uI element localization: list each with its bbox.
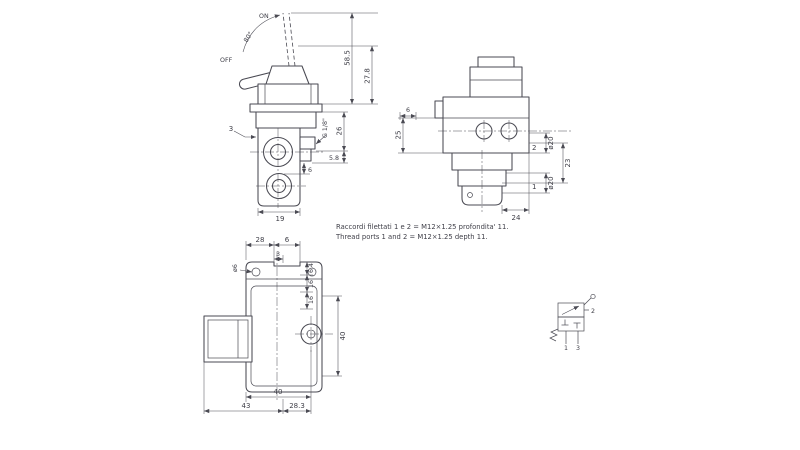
spring-icon <box>549 328 559 342</box>
rear-view-dimensions: 6 25 ø20 ø20 23 2 1 24 <box>395 107 573 222</box>
dim-step: 5.8 <box>329 155 339 162</box>
side-view-dimensions: 58.5 27.8 26 5.8 6 19 <box>257 12 378 223</box>
note-english: Thread ports 1 and 2 = M12×1.25 depth 11… <box>335 233 488 241</box>
connector-block <box>469 66 523 98</box>
angle-arc <box>242 14 281 53</box>
plan-view: 28 6 3 6.4 16 16 ø6 40 40 <box>203 236 347 414</box>
dim-16-a: 16 <box>308 280 315 288</box>
symbol-port-3: 3 <box>576 345 580 352</box>
symbol-port-1: 1 <box>564 345 568 352</box>
dim-mid-height: 26 <box>336 126 344 135</box>
dim-3: 3 <box>276 251 280 258</box>
plan-body <box>203 252 333 402</box>
side-view: ON OFF 80° 3 G 1/8" <box>220 12 378 223</box>
thread-leader <box>315 134 327 145</box>
dim-16-b: 16 <box>308 296 315 304</box>
dim-height: 25 <box>395 131 403 140</box>
dia-hole: ø6 <box>232 264 239 272</box>
thread-label: G 1/8" <box>322 118 329 138</box>
note-italian: Raccordi filettati 1 e 2 = M12×1.25 prof… <box>336 223 509 231</box>
plate-leader <box>233 130 256 140</box>
manual-actuator-icon <box>583 297 592 306</box>
dim-upper-height: 27.8 <box>364 68 372 84</box>
dim-plate-label: 3 <box>229 125 233 133</box>
plan-view-dimensions: 28 6 3 6.4 16 16 ø6 40 40 <box>203 236 347 414</box>
dim-43: 43 <box>242 402 251 410</box>
dim-total-height: 58.5 <box>344 50 352 66</box>
off-label: OFF <box>220 57 233 64</box>
thread-fitting <box>299 136 316 150</box>
dia-port-1: ø20 <box>547 176 555 189</box>
lever-top-view <box>203 315 253 363</box>
rear-view: 6 25 ø20 ø20 23 2 1 24 <box>395 56 573 222</box>
valve-body-side <box>249 65 324 208</box>
port-1-label: 1 <box>532 183 536 191</box>
dim-port-spacing: 23 <box>564 159 572 168</box>
port-2-label: 2 <box>532 144 536 152</box>
dim-tab: 6 <box>406 107 410 114</box>
on-label: ON <box>259 13 269 20</box>
dim-40-bottom: 40 <box>274 388 283 396</box>
dia-port-2: ø20 <box>547 136 555 149</box>
dim-6-4: 6.4 <box>308 263 315 273</box>
dim-port-gap: 6 <box>308 167 312 174</box>
connector-cap <box>477 56 515 68</box>
symbol-position-box-bottom <box>557 316 585 332</box>
dim-6: 6 <box>285 236 290 244</box>
dim-40-side: 40 <box>339 332 347 341</box>
notes: Raccordi filettati 1 e 2 = M12×1.25 prof… <box>335 223 509 241</box>
symbol-port-2: 2 <box>591 308 595 315</box>
dim-rear-width: 24 <box>512 214 521 222</box>
rear-body <box>434 56 572 212</box>
dim-width: 19 <box>276 215 285 223</box>
dim-28: 28 <box>256 236 265 244</box>
flow-arrow <box>561 305 580 315</box>
pneumatic-symbol: 2 1 3 <box>549 293 596 352</box>
dim-28-3: 28.3 <box>289 402 305 410</box>
